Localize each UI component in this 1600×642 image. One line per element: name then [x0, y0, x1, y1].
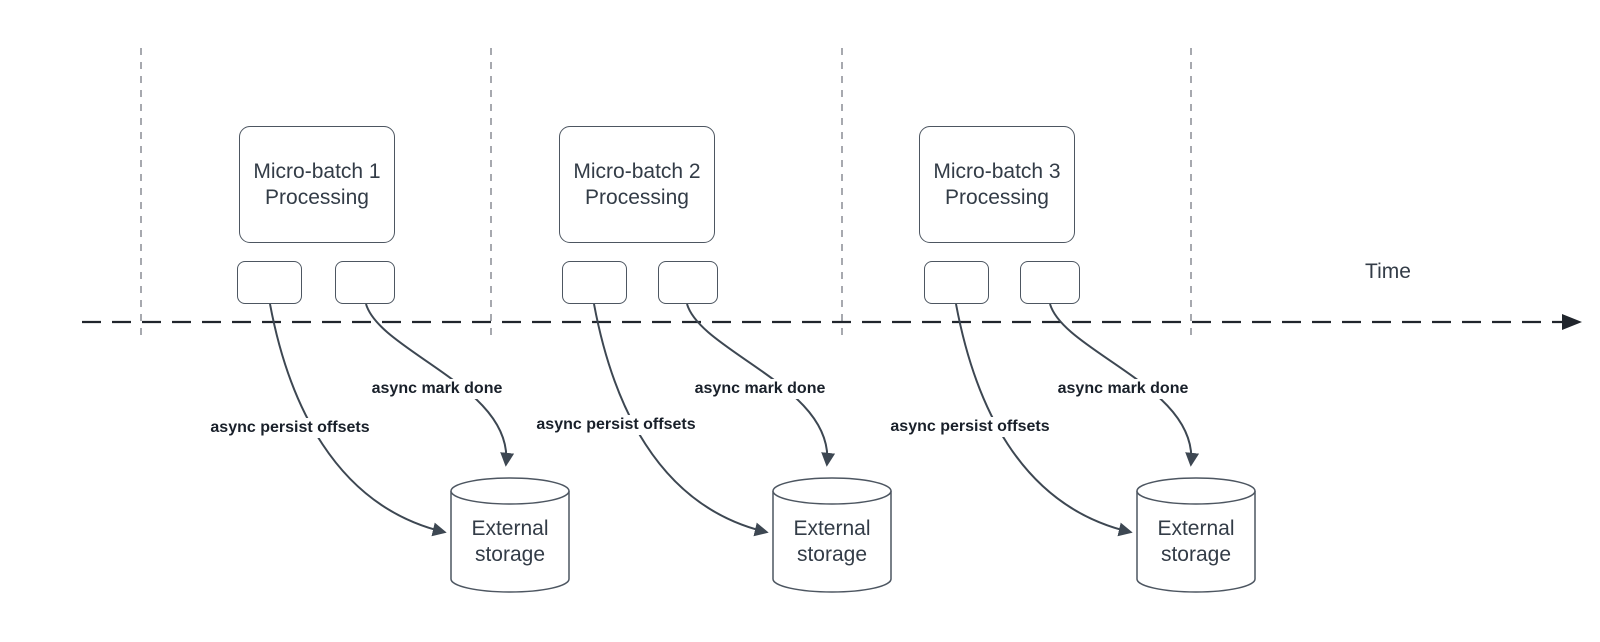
- microbatch-box-3: Micro-batch 3 Processing: [919, 126, 1075, 243]
- mark-done-connector-2: [686, 303, 836, 467]
- storage-node-text-2: External storage: [773, 478, 891, 592]
- persist-offsets-node-1: [237, 261, 302, 304]
- time-axis-arrowhead-icon: [1562, 314, 1582, 330]
- persist-offsets-node-3: [924, 261, 989, 304]
- mark-done-label-1: async mark done: [367, 379, 507, 399]
- storage-cylinder-1: [450, 477, 570, 593]
- storage-cylinder-2: [772, 477, 892, 593]
- mark-done-label-2: async mark done: [690, 379, 830, 399]
- persist-offsets-connector-1: [269, 303, 447, 537]
- storage-node-text-3: External storage: [1137, 478, 1255, 592]
- persist-offsets-node-2: [562, 261, 627, 304]
- storage-node-text-1: External storage: [451, 478, 569, 592]
- mark-done-connector-1: [365, 303, 515, 467]
- persist-offsets-label-2: async persist offsets: [532, 415, 700, 435]
- persist-offsets-label-3: async persist offsets: [886, 417, 1054, 437]
- storage-cylinder-3: [1136, 477, 1256, 593]
- mark-done-label-3: async mark done: [1053, 379, 1193, 399]
- mark-done-node-3: [1020, 261, 1080, 304]
- microbatch-box-label-2: Micro-batch 2 Processing: [573, 159, 701, 209]
- persist-offsets-connector-3: [955, 303, 1133, 537]
- microbatch-box-2: Micro-batch 2 Processing: [559, 126, 715, 243]
- mark-done-connector-3: [1049, 303, 1200, 467]
- microbatch-box-1: Micro-batch 1 Processing: [239, 126, 395, 243]
- time-axis-label: Time: [1365, 260, 1411, 283]
- storage-label-1: External storage: [471, 517, 549, 566]
- persist-offsets-label-1: async persist offsets: [206, 418, 374, 438]
- persist-offsets-connector-2: [593, 303, 769, 537]
- mark-done-node-1: [335, 261, 395, 304]
- microbatch-box-label-1: Micro-batch 1 Processing: [253, 159, 381, 209]
- mark-done-node-2: [658, 261, 718, 304]
- storage-label-3: External storage: [1157, 517, 1235, 566]
- microbatch-box-label-3: Micro-batch 3 Processing: [933, 159, 1061, 209]
- storage-label-2: External storage: [793, 517, 871, 566]
